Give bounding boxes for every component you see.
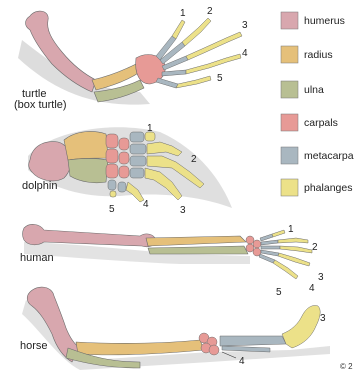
turtle-phalanges [172,18,242,88]
legend-label-humerus: humerus [304,15,345,27]
human-digit-2: 2 [312,242,318,253]
human-carpals [246,236,261,256]
legend-label-phalanges: phalanges [304,182,352,194]
turtle-sublabel: (box turtle) [14,99,67,111]
legend-swatch-carpals [281,114,298,131]
human-label: human [20,252,54,264]
legend-swatch-humerus [281,12,298,29]
turtle-digit-4: 4 [242,48,248,59]
horse-leg: 3 4 horse [20,287,330,370]
horse-phalanges [282,305,320,348]
dolphin-carpals [106,134,129,178]
horse-digit-4: 4 [239,356,245,367]
legend-swatch-radius [281,46,298,63]
turtle-digit-1: 1 [180,8,186,19]
human-digit-5: 5 [276,287,282,298]
legend-swatch-phalanges [281,179,298,196]
turtle-digit-3: 3 [242,20,248,31]
legend-swatch-metacarpals [281,147,298,164]
horse-carpals [199,333,219,355]
turtle-digit-5: 5 [217,73,223,84]
dolphin-radius [64,132,108,160]
legend-label-radius: radius [304,49,333,61]
horse-metacarpals [220,336,286,352]
dolphin-digit-3: 3 [180,205,186,216]
human-digit-4: 4 [309,283,315,294]
human-metacarpals [259,234,280,263]
human-radius [146,236,246,246]
horse-radius [76,340,204,355]
dolphin-digit-4: 4 [143,199,149,210]
horse-digit-3: 3 [320,313,326,324]
dolphin-flipper: 1 2 3 4 5 dolphin [22,123,232,216]
turtle-limb: 1 2 3 4 5 turtle (box turtle) [14,6,248,111]
dolphin-digit-2: 2 [191,154,197,165]
human-digit-3: 3 [318,272,324,283]
legend: humerus radius ulna carpals metacarpals … [281,12,354,196]
legend-swatch-ulna [281,81,298,98]
human-ulna [148,246,248,254]
dolphin-label: dolphin [22,180,57,192]
dolphin-humerus [29,142,71,181]
copyright-notice: © 2 [340,362,353,371]
legend-label-ulna: ulna [304,84,324,96]
human-digit-1: 1 [288,224,294,235]
horse-label: horse [20,340,48,352]
dolphin-digit-1: 1 [147,123,153,134]
human-arm: 1 2 3 4 5 human [20,224,324,298]
legend-label-metacarpals: metacarpals [304,150,354,162]
legend-label-carpals: carpals [304,117,338,129]
turtle-digit-2: 2 [207,6,213,17]
dolphin-digit-5: 5 [109,204,115,215]
